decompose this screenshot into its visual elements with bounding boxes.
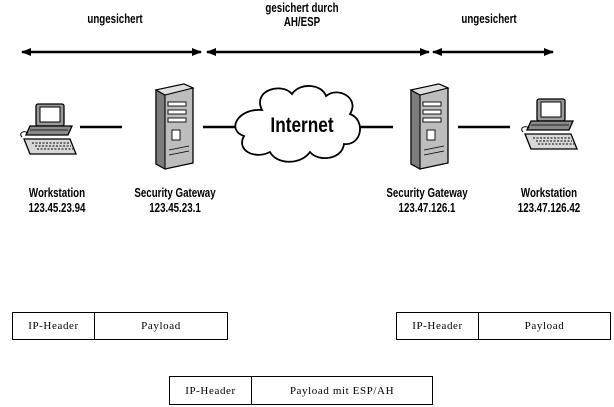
packet-left-header: IP-Header — [28, 320, 79, 332]
packet-tunnel-payload: Payload mit ESP/AH — [251, 377, 432, 404]
packet-right: IP-Header Payload — [396, 312, 611, 340]
node-address-gateway-right: 123.47.126.1 — [398, 201, 456, 215]
packet-right-header: IP-Header — [412, 320, 463, 332]
zone-label-middle-line1: gesichert durch — [265, 1, 339, 15]
packet-tunnel: IP-Header Payload mit ESP/AH — [169, 376, 433, 405]
node-address-workstation-right: 123.47.126.42 — [517, 201, 581, 215]
packet-left: IP-Header Payload — [12, 312, 228, 340]
node-address-workstation-left: 123.45.23.94 — [28, 201, 86, 215]
packet-tunnel-header: IP-Header — [185, 384, 236, 397]
node-name-workstation-left: Workstation — [28, 186, 86, 200]
zone-label-left: ungesichert — [87, 12, 143, 26]
node-name-gateway-left: Security Gateway — [134, 186, 216, 200]
packet-right-payload: Payload — [478, 313, 610, 339]
packet-left-payload: Payload — [94, 313, 227, 339]
gateway-left-server-icon — [154, 83, 195, 170]
internet-cloud-icon — [234, 85, 361, 163]
node-name-gateway-right: Security Gateway — [386, 186, 468, 200]
node-address-gateway-left: 123.45.23.1 — [149, 201, 201, 215]
node-name-workstation-right: Workstation — [520, 186, 578, 200]
zone-label-middle-line2: AH/ESP — [283, 15, 321, 29]
workstation-right-icon — [521, 98, 578, 150]
zone-label-right: ungesichert — [461, 12, 517, 26]
gateway-right-server-icon — [409, 83, 450, 170]
internet-label: Internet — [270, 114, 334, 137]
workstation-left-icon — [20, 103, 77, 155]
